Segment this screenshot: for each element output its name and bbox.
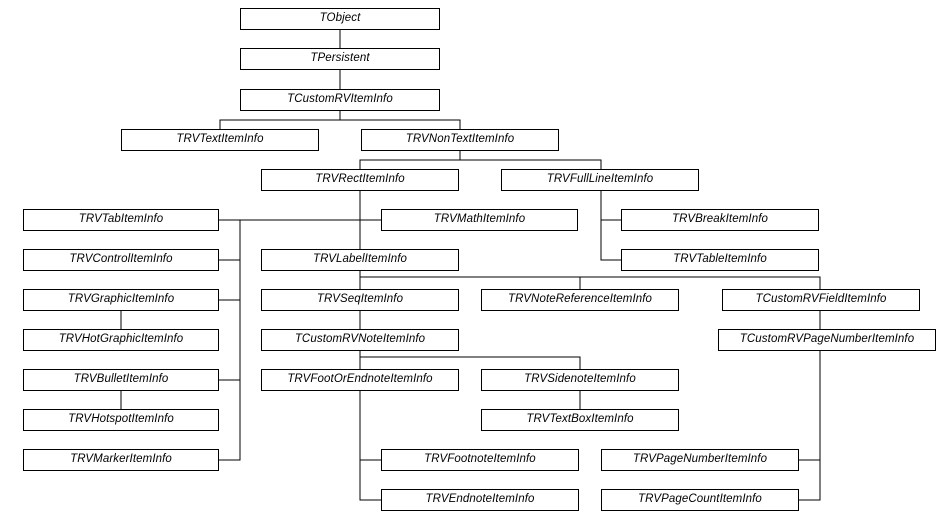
edge-trvtabitem-spine-to-trvmarkeritem [219, 380, 241, 461]
class-box-label: TRVFullLineItemInfo [546, 173, 654, 186]
class-box-trvmathitem[interactable]: TRVMathItemInfo [381, 209, 578, 231]
class-box-label: TRVMarkerItemInfo [70, 453, 172, 466]
edge-tcustomrvnoteitem-to-trvsidenoteitem [359, 351, 581, 369]
edge-trvrectitem-to-trvmathitem [359, 191, 381, 221]
class-box-trvfootnoteitem[interactable]: TRVFootnoteItemInfo [381, 449, 579, 471]
class-box-trvfulllineitem[interactable]: TRVFullLineItemInfo [501, 169, 699, 191]
edge-trvfulllineitem-to-trvbreakitem [600, 191, 621, 221]
edge-trvtabitem-spine-to-trvcontrolitem [219, 220, 241, 261]
class-box-trvgraphicitem[interactable]: TRVGraphicItemInfo [23, 289, 219, 311]
class-box-trvcontrolitem[interactable]: TRVControlItemInfo [23, 249, 219, 271]
class-box-label: TCustomRVItemInfo [287, 93, 393, 106]
class-box-tcustomrvitem[interactable]: TCustomRVItemInfo [240, 89, 440, 111]
edge-trvlabelitem-to-tcustomrvfielditem [580, 276, 821, 289]
class-box-label: TCustomRVFieldItemInfo [755, 293, 887, 306]
edge-trvfootorendnoteitem-to-trvendnoteitem [359, 460, 381, 501]
class-box-label: TRVNoteReferenceItemInfo [507, 293, 653, 306]
class-box-label: TCustomRVNoteItemInfo [294, 333, 426, 346]
class-box-trvhotgraphicitem[interactable]: TRVHotGraphicItemInfo [23, 329, 219, 351]
class-box-trvpagecountitem[interactable]: TRVPageCountItemInfo [601, 489, 799, 511]
class-box-tcustomrvfielditem[interactable]: TCustomRVFieldItemInfo [722, 289, 920, 311]
class-box-trvlabelitem[interactable]: TRVLabelItemInfo [261, 249, 459, 271]
class-box-label: TCustomRVPageNumberItemInfo [739, 333, 915, 346]
edge-trvnontextitem-to-trvfulllineitem [460, 159, 602, 169]
edge-trvlabelitem-to-trvnotereferenceitem [359, 271, 581, 289]
class-box-trvsidenoteitem[interactable]: TRVSidenoteItemInfo [481, 369, 679, 391]
class-box-trvnontextitem[interactable]: TRVNonTextItemInfo [361, 129, 559, 151]
edge-tcustomrvitem-to-trvtextitem [219, 111, 341, 129]
class-box-trvhotspotitem[interactable]: TRVHotspotItemInfo [23, 409, 219, 431]
class-box-trvrectitem[interactable]: TRVRectItemInfo [261, 169, 459, 191]
class-box-label: TObject [319, 12, 361, 25]
class-box-tcustomrvpagenumberitem[interactable]: TCustomRVPageNumberItemInfo [718, 329, 936, 351]
class-box-trvnotereferenceitem[interactable]: TRVNoteReferenceItemInfo [481, 289, 679, 311]
class-box-label: TRVRectItemInfo [315, 173, 405, 186]
edge-tcustomrvpagenumberitem-to-trvpagecountitem [799, 460, 821, 501]
edge-trvtabitem-spine-to-trvgraphicitem [219, 260, 241, 301]
class-box-label: TRVLabelItemInfo [312, 253, 408, 266]
class-box-tobject[interactable]: TObject [240, 8, 440, 30]
class-box-trvfootorendnoteitem[interactable]: TRVFootOrEndnoteItemInfo [261, 369, 459, 391]
edge-trvfootorendnoteitem-to-trvfootnoteitem [359, 391, 381, 461]
class-box-trvseqitem[interactable]: TRVSeqItemInfo [261, 289, 459, 311]
edge-trvfulllineitem-to-trvtableitem [600, 220, 621, 261]
class-box-trvtextboxitem[interactable]: TRVTextBoxItemInfo [481, 409, 679, 431]
class-box-label: TRVTextBoxItemInfo [526, 413, 634, 426]
class-box-tcustomrvnoteitem[interactable]: TCustomRVNoteItemInfo [261, 329, 459, 351]
edge-tcustomrvpagenumberitem-to-trvpagenumberitem [799, 351, 821, 461]
class-box-trvtextitem[interactable]: TRVTextItemInfo [121, 129, 319, 151]
edge-trvtabitem-spine-to-trvbulletitem [219, 300, 241, 381]
class-box-label: TRVBulletItemInfo [73, 373, 169, 386]
class-box-trvtabitem[interactable]: TRVTabItemInfo [23, 209, 219, 231]
edge-trvnontextitem-to-trvrectitem [359, 151, 461, 169]
class-box-trvendnoteitem[interactable]: TRVEndnoteItemInfo [381, 489, 579, 511]
edge-tcustomrvitem-to-trvnontextitem [340, 119, 461, 129]
class-box-trvtableitem[interactable]: TRVTableItemInfo [621, 249, 819, 271]
class-box-label: TRVControlItemInfo [69, 253, 173, 266]
class-box-label: TRVNonTextItemInfo [405, 133, 515, 146]
class-box-trvmarkeritem[interactable]: TRVMarkerItemInfo [23, 449, 219, 471]
class-box-label: TRVMathItemInfo [433, 213, 526, 226]
class-box-label: TRVGraphicItemInfo [67, 293, 175, 306]
class-box-label: TRVTableItemInfo [673, 253, 767, 266]
class-box-trvbulletitem[interactable]: TRVBulletItemInfo [23, 369, 219, 391]
class-box-trvpagenumberitem[interactable]: TRVPageNumberItemInfo [601, 449, 799, 471]
class-box-label: TRVSeqItemInfo [316, 293, 404, 306]
class-box-label: TRVFootnoteItemInfo [424, 453, 536, 466]
class-box-label: TRVPageNumberItemInfo [632, 453, 768, 466]
class-box-label: TRVHotGraphicItemInfo [58, 333, 184, 346]
class-box-label: TRVTextItemInfo [176, 133, 264, 146]
class-box-label: TPersistent [310, 52, 370, 65]
class-box-label: TRVTabItemInfo [78, 213, 164, 226]
class-box-trvbreakitem[interactable]: TRVBreakItemInfo [621, 209, 819, 231]
class-box-label: TRVEndnoteItemInfo [425, 493, 535, 506]
class-box-label: TRVSidenoteItemInfo [524, 373, 636, 386]
class-box-tpersistent[interactable]: TPersistent [240, 48, 440, 70]
class-box-label: TRVFootOrEndnoteItemInfo [287, 373, 433, 386]
class-box-label: TRVPageCountItemInfo [638, 493, 762, 506]
class-box-label: TRVBreakItemInfo [672, 213, 768, 226]
class-box-label: TRVHotspotItemInfo [68, 413, 174, 426]
